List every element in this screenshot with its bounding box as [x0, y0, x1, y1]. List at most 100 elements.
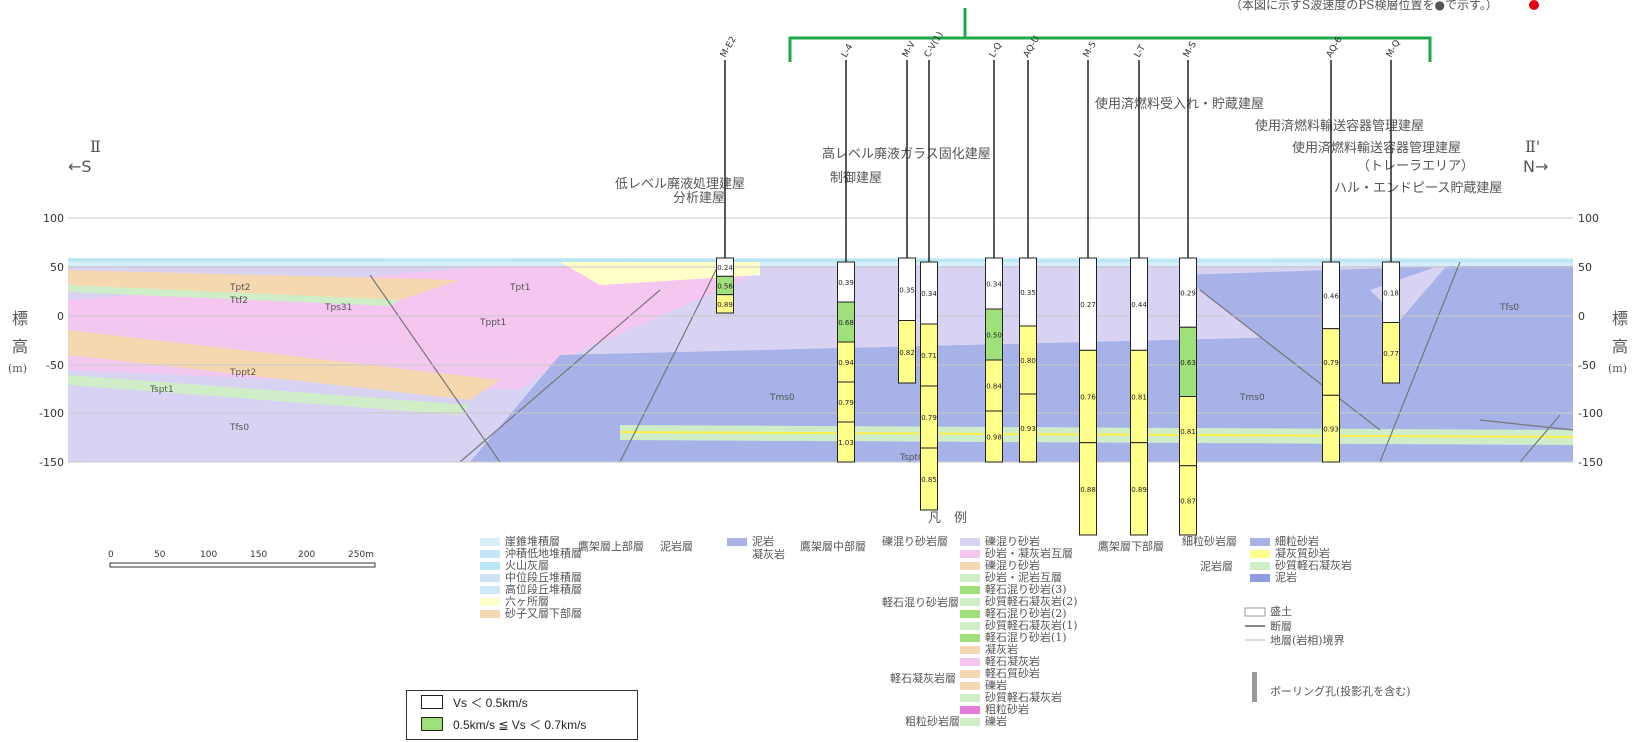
vs-value: 0.50 [986, 332, 1002, 340]
legend-group: 鷹架層上部層 [578, 539, 644, 553]
legend-subgroup: 細粒砂岩層 [1182, 534, 1237, 548]
vs-value: 0.76 [1080, 394, 1096, 402]
vs-value: 0.89 [1131, 486, 1147, 494]
unit-labels: Tpt2 Ttf2 Tppt2 Tps31 Tfs0 Tms0 Tspt0 Tp… [149, 283, 1519, 463]
vs-swatch-white [421, 695, 443, 709]
legend-swatch [960, 562, 980, 570]
legend-swatch [960, 646, 980, 654]
vs-value: 0.63 [1180, 359, 1196, 367]
legend-swatch [960, 682, 980, 690]
legend-item: 砂岩・凝灰岩互層 [985, 546, 1073, 560]
legend-swatch [960, 598, 980, 606]
y-tick: -150 [1578, 456, 1603, 469]
y-label-char: 高 [12, 337, 28, 356]
legend-swatch [960, 694, 980, 702]
legend-item: 高位段丘堆積層 [505, 582, 582, 596]
vs-value: 0.89 [717, 301, 733, 309]
right-dir: N→ [1523, 157, 1548, 176]
section-direction: Ⅱ ←S Ⅱ' N→ [68, 137, 1548, 176]
unit-label: Ttf2 [229, 296, 248, 306]
legend-swatch [960, 670, 980, 678]
y-label-char: 標 [12, 309, 28, 328]
legend-item: 礫岩 [985, 678, 1007, 692]
building-label: 使用済燃料受入れ・貯蔵建屋 [1095, 96, 1264, 112]
legend-title: 凡 例 [928, 511, 967, 526]
legend-swatch [960, 586, 980, 594]
unit-label: Tppt2 [229, 368, 256, 378]
y-axis-title-left: 標 高 (m) [8, 309, 28, 375]
y-axis-title-right: 標 高 (m) [1608, 309, 1628, 375]
unit-label: Tspt1 [149, 385, 174, 395]
vs-value: 0.46 [1323, 292, 1339, 300]
borehole-name: M-S [1182, 40, 1199, 60]
legend-group: 鷹架層下部層 [1098, 539, 1164, 553]
vs-value: 0.35 [899, 286, 915, 294]
unit-label: Tms0 [1239, 393, 1265, 403]
scale-tick: 150 [250, 550, 267, 560]
scale-tick: 100 [200, 550, 217, 560]
borehole-name: L-4 [840, 42, 856, 59]
legend-item: 凝灰質砂岩 [1275, 546, 1330, 560]
legend-item: ボーリング孔(投影孔を含む) [1270, 684, 1411, 698]
legend-item: 火山灰層 [505, 558, 549, 572]
borehole-name: M-V [901, 39, 918, 59]
vs-value: 0.24 [717, 264, 733, 272]
legend-swatch [960, 550, 980, 558]
building-label: 低レベル廃液処理建屋 [615, 176, 745, 192]
vs-legend-label: 0.5km/s ≦ Vs ＜ 0.7km/s [453, 717, 587, 732]
vs-value: 0.80 [1020, 357, 1036, 365]
vs-value: 0.98 [986, 434, 1002, 442]
y-tick: 100 [1578, 212, 1599, 225]
y-tick: -50 [1578, 359, 1596, 372]
legend-item: 沖積低地堆積層 [505, 546, 582, 560]
unit-label: Tms0 [769, 393, 795, 403]
legend-item: 六ヶ所層 [505, 595, 549, 608]
building-label: 使用済燃料輸送容器管理建屋 [1255, 118, 1424, 134]
y-label-char: 標 [1612, 309, 1628, 328]
vs-value: 0.77 [1383, 350, 1399, 358]
legend-item: 砂質軽石凝灰岩(1) [985, 618, 1078, 632]
vs-value: 0.27 [1080, 301, 1096, 309]
ps-marker-icon [1529, 0, 1539, 10]
vs-value: 0.81 [1131, 394, 1147, 402]
legend-item: 軽石混り砂岩(3) [985, 582, 1067, 596]
borehole-name: M-E2 [719, 35, 739, 59]
building-labels: 使用済燃料受入れ・貯蔵建屋 使用済燃料輸送容器管理建屋 使用済燃料輸送容器管理建… [615, 96, 1502, 206]
legend-item: 細粒砂岩 [1275, 534, 1319, 548]
vs-legend-label: Vs ＜ 0.5km/s [453, 695, 528, 710]
vs-value: 0.94 [838, 359, 854, 367]
scale-bar: 0 50 100 150 200 250m [108, 550, 376, 568]
legend-item: 盛土 [1270, 604, 1292, 618]
vs-value: 0.84 [986, 383, 1002, 391]
borehole-name: L-Q [988, 41, 1004, 59]
unit-label: Tpt1 [509, 283, 530, 293]
legend-item: 粗粒砂岩 [985, 702, 1029, 716]
y-tick: -50 [46, 359, 64, 372]
scale-tick: 0 [108, 550, 114, 560]
vs-value: 0.82 [899, 349, 915, 357]
scale-tick: 250m [348, 550, 374, 560]
legend-item: 砂子又層下部層 [505, 606, 582, 620]
borehole-name: M-Q [1385, 39, 1403, 60]
y-tick: -150 [39, 456, 64, 469]
y-axis-right: 100 50 0 -50 -100 -150 [1578, 212, 1603, 469]
legend-item: 礫混り砂岩 [985, 558, 1040, 572]
unit-label: Tfs0 [229, 423, 249, 433]
vs-segment [837, 421, 855, 463]
vs-legend-row: Vs ＜ 0.5km/s [407, 691, 637, 713]
legend-item: 軽石質砂岩 [985, 666, 1040, 680]
legend-item: 砂質軽石凝灰岩(2) [985, 594, 1078, 608]
legend-swatch [960, 718, 980, 726]
y-unit: (m) [1608, 362, 1627, 375]
y-axis-left: 100 50 0 -50 -100 -150 [39, 212, 64, 469]
legend-surface: 崖錐堆積層 沖積低地堆積層 火山灰層 中位段丘堆積層 高位段丘堆積層 六ヶ所層 … [480, 534, 582, 620]
legend-subgroup: 泥岩層 [660, 539, 693, 553]
legend-item: 地層(岩相)境界 [1270, 633, 1345, 647]
unit-label: Tpt2 [229, 283, 250, 293]
vs-value: 0.81 [1180, 428, 1196, 436]
vs-segment [1130, 442, 1148, 536]
y-unit: (m) [8, 362, 27, 375]
vs-legend: Vs ＜ 0.5km/s 0.5km/s ≦ Vs ＜ 0.7km/s [406, 690, 638, 740]
legend-subgroup: 軽石混り砂岩層 [882, 595, 959, 609]
building-label: （トレーラエリア） [1357, 159, 1474, 174]
